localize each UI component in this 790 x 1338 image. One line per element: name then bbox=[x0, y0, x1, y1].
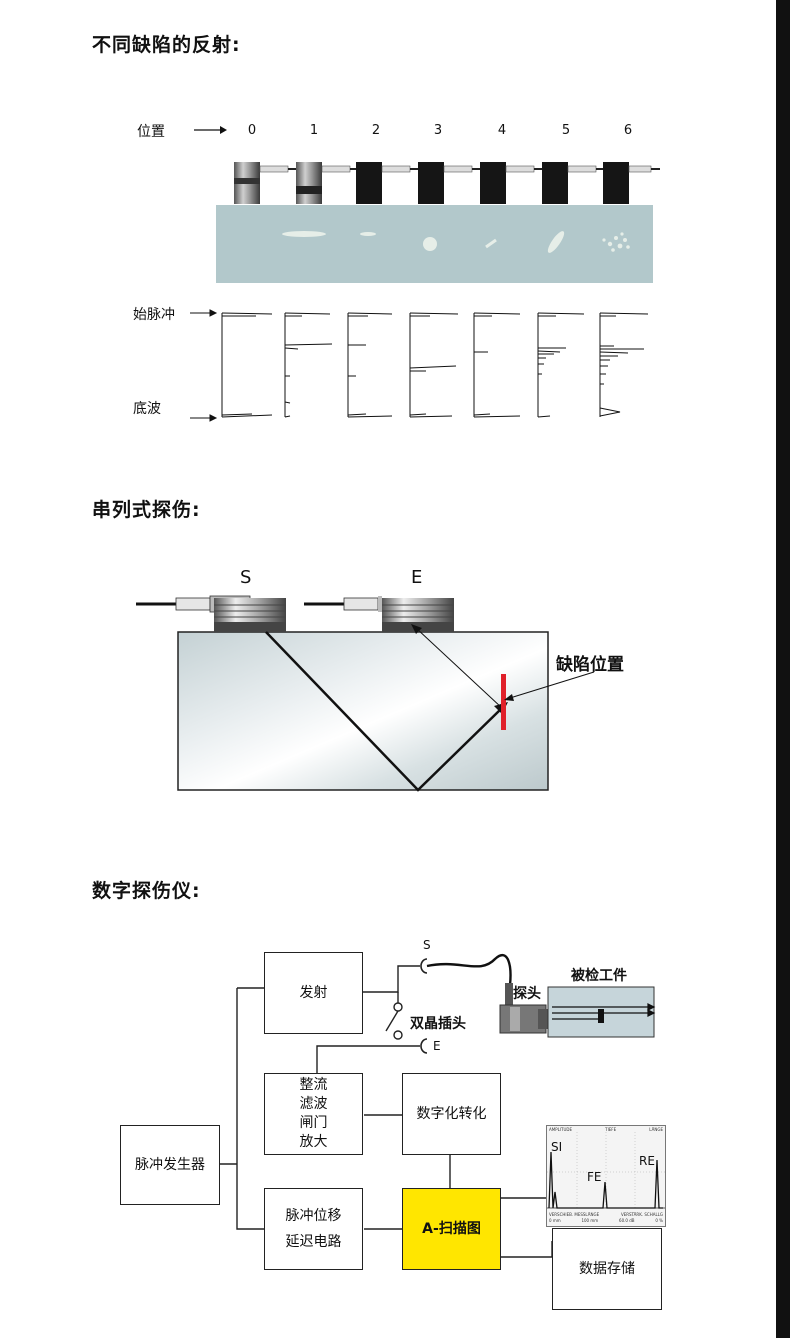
s-connector-icon bbox=[420, 958, 428, 974]
box-line: 闸门 bbox=[299, 1115, 328, 1131]
defect-round bbox=[423, 237, 437, 251]
box-line: 脉冲位移 bbox=[285, 1208, 342, 1224]
tandem-inspection-figure bbox=[136, 595, 595, 792]
section2-title: 串列式探伤: bbox=[92, 499, 201, 521]
box-line: 滤波 bbox=[299, 1096, 328, 1112]
ascan-trace bbox=[221, 312, 273, 418]
probe-s-label: S bbox=[240, 567, 252, 588]
scope-si-label: SI bbox=[551, 1140, 563, 1154]
pulse-delay-box: 脉冲位移 延迟电路 bbox=[264, 1188, 363, 1270]
scope-fe-label: FE bbox=[587, 1170, 602, 1184]
initial-pulse-label: 始脉冲 bbox=[133, 307, 175, 323]
probe-label: 探头 bbox=[513, 986, 541, 1002]
position-number: 3 bbox=[433, 123, 443, 138]
defect-position-label: 缺陷位置 bbox=[556, 655, 624, 675]
ascan-trace bbox=[347, 312, 393, 418]
defect-small bbox=[360, 232, 376, 236]
scope-trace bbox=[547, 1132, 665, 1210]
ascan-traces-figure bbox=[190, 309, 649, 422]
transducer-probe-icon bbox=[499, 983, 548, 1034]
steel-block bbox=[177, 631, 549, 791]
right-edge-bar bbox=[776, 0, 790, 1338]
data-storage-box: 数据存储 bbox=[552, 1228, 662, 1310]
defect-marker bbox=[501, 674, 506, 730]
position-arrow-icon bbox=[194, 126, 227, 134]
position-number: 6 bbox=[623, 123, 633, 138]
ascan-trace bbox=[409, 312, 459, 418]
workpiece-defect bbox=[598, 1009, 604, 1023]
section1-title: 不同缺陷的反射: bbox=[92, 34, 241, 56]
defect-tilted-small bbox=[485, 238, 497, 249]
digitize-box: 数字化转化 bbox=[402, 1073, 501, 1155]
scope-header: AMPLITUDE TIEFE LÄNGE bbox=[549, 1127, 663, 1132]
ascan-trace bbox=[537, 312, 585, 418]
scope-footer: VERSCHIEB. MESSLÄNGE VERSTÄRK. SCHALLG bbox=[549, 1212, 663, 1217]
workpiece-label: 被检工件 bbox=[571, 968, 627, 984]
ascan-trace bbox=[599, 312, 649, 417]
e-connector-label: E bbox=[433, 1039, 441, 1053]
probe-cable bbox=[426, 953, 512, 986]
probe-icon bbox=[356, 162, 422, 204]
probe-icon bbox=[296, 162, 362, 204]
e-connector-icon bbox=[420, 1038, 428, 1054]
ascan-box: A-扫描图 bbox=[402, 1188, 501, 1270]
position-number: 0 bbox=[247, 123, 257, 138]
scope-footer-values: 0 mm 100 mm 60.0 dB 0 % bbox=[549, 1218, 663, 1223]
block-diagram-wiring bbox=[220, 953, 656, 1258]
beam-path bbox=[265, 631, 503, 792]
probe-e-icon bbox=[304, 596, 454, 632]
oscilloscope-screen: AMPLITUDE TIEFE LÄNGE SI FE RE VERSCHIEB… bbox=[546, 1125, 666, 1227]
defect-tilted-large bbox=[547, 231, 565, 253]
back-wall-label: 底波 bbox=[133, 401, 161, 417]
section3-title: 数字探伤仪: bbox=[92, 880, 201, 902]
position-number: 5 bbox=[561, 123, 571, 138]
probe-s-icon bbox=[136, 595, 286, 632]
s-connector-label: S bbox=[423, 938, 431, 952]
defect-porosity bbox=[602, 232, 630, 252]
position-number: 4 bbox=[497, 123, 507, 138]
dual-plug-label: 双晶插头 bbox=[410, 1016, 466, 1032]
position-number: 2 bbox=[371, 123, 381, 138]
box-line: 延迟电路 bbox=[285, 1234, 342, 1250]
box-line: 放大 bbox=[299, 1134, 328, 1150]
pulse-generator-box: 脉冲发生器 bbox=[120, 1125, 220, 1205]
probe-icon bbox=[603, 162, 660, 204]
ascan-trace bbox=[473, 312, 521, 418]
ascan-trace bbox=[284, 312, 333, 418]
probe-icon bbox=[480, 162, 546, 204]
probe-icon bbox=[542, 162, 608, 204]
probe-icon bbox=[234, 162, 300, 204]
echo-path bbox=[415, 627, 503, 709]
rectify-filter-gate-amp-box: 整流 滤波 闸门 放大 bbox=[264, 1073, 363, 1155]
transmit-box: 发射 bbox=[264, 952, 363, 1034]
scope-re-label: RE bbox=[639, 1154, 655, 1168]
defect-flat bbox=[282, 231, 326, 237]
probe-e-label: E bbox=[411, 567, 423, 588]
position-label: 位置 bbox=[137, 124, 165, 140]
position-number: 1 bbox=[309, 123, 319, 138]
probe-icon bbox=[418, 162, 484, 204]
probe-array-figure bbox=[216, 162, 660, 283]
box-line: 整流 bbox=[299, 1077, 328, 1093]
